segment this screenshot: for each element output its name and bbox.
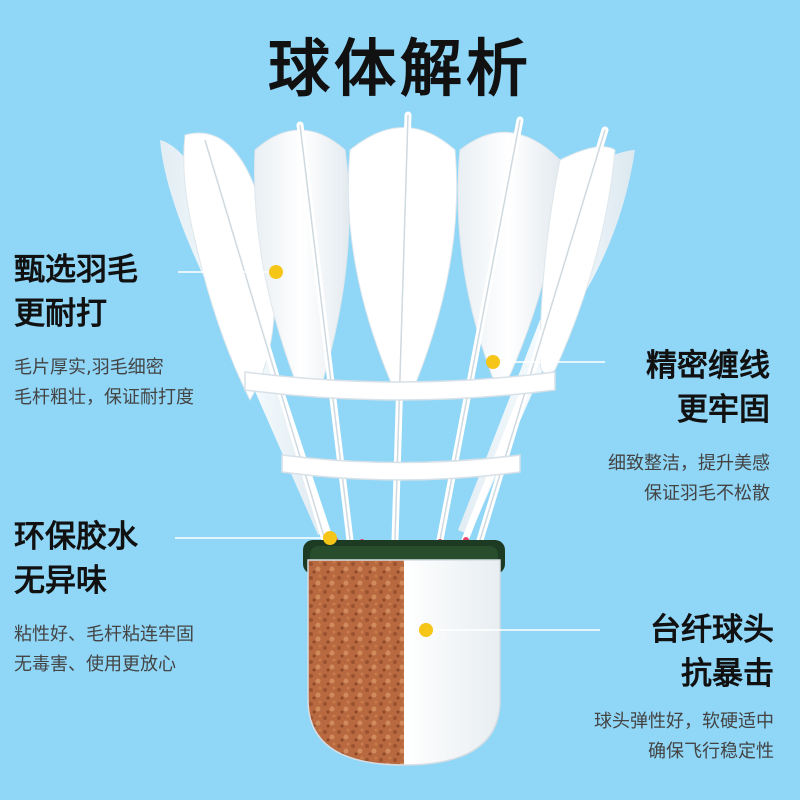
thread-description: 细致整洁，提升美感 保证羽毛不松散 xyxy=(608,453,770,504)
glue-heading: 环保胶水 无异味 xyxy=(14,519,138,599)
thread-rings xyxy=(244,371,556,481)
thread-marker xyxy=(486,355,500,369)
feather-description: 毛片厚实,羽毛细密 毛杆粗壮，保证耐打度 xyxy=(14,357,194,408)
pointer-lines xyxy=(175,271,605,631)
glue-description: 粘性好、毛杆粘连牢固 无毒害、使用更放心 xyxy=(14,624,194,675)
page-title: 球体解析 xyxy=(267,32,532,105)
feather-marker xyxy=(269,265,283,279)
head-marker xyxy=(419,623,433,637)
marker-dots xyxy=(269,265,500,637)
ball-head xyxy=(308,560,500,765)
glue-marker xyxy=(323,531,337,545)
head-heading: 台纤球头 抗暴击 xyxy=(650,612,774,692)
feather-heading: 甄选羽毛 更耐打 xyxy=(14,252,138,332)
head-description: 球头弹性好，软硬适中 确保飞行稳定性 xyxy=(594,711,774,762)
thread-heading: 精密缠线 更牢固 xyxy=(646,348,770,428)
